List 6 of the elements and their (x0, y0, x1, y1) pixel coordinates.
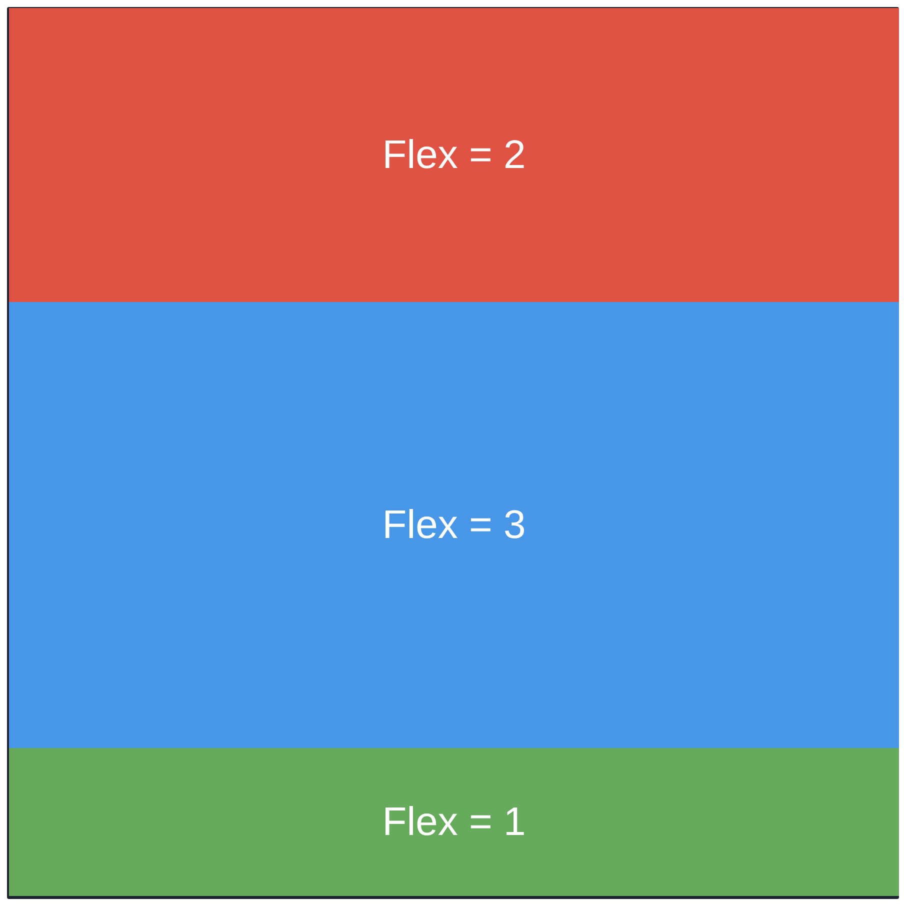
flex-band (9, 748, 899, 896)
flex-band (9, 302, 899, 748)
flex-band (9, 8, 899, 302)
band-label: Flex = 1 (382, 800, 526, 844)
band-label: Flex = 2 (382, 132, 526, 178)
band-label: Flex = 3 (382, 502, 526, 548)
